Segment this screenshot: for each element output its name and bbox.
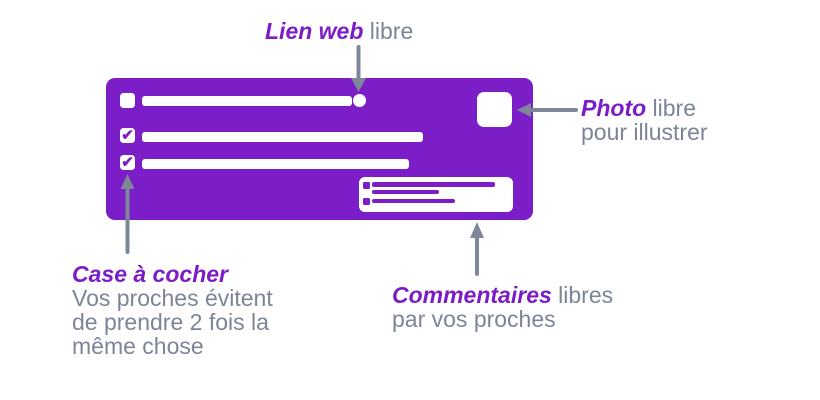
comments-label-line1: Commentaires libres	[392, 283, 613, 307]
photo-label-line2: pour illustrer	[581, 119, 708, 145]
web-link-dot-icon	[353, 94, 366, 107]
comments-label-rest: libres	[551, 282, 614, 308]
checkbox-label-line4: même chose	[72, 333, 204, 359]
photo-label: Photo libre pour illustrer	[581, 96, 708, 144]
checkbox-unchecked-icon	[120, 93, 135, 108]
comment-text-bar	[372, 189, 439, 194]
checkbox-checked-icon: ✔	[120, 155, 135, 170]
photo-placeholder	[477, 92, 512, 127]
comment-bullet-icon	[363, 181, 370, 189]
checkbox-label-line3: de prendre 2 fois la	[72, 309, 269, 335]
comments-arrow	[470, 222, 484, 276]
comments-box	[359, 177, 513, 212]
wishlist-card: ✔ ✔	[106, 78, 533, 220]
check-icon: ✔	[121, 127, 134, 144]
comments-label-line2: par vos proches	[392, 306, 556, 332]
web-link-label: Lien web libre	[265, 19, 413, 43]
comment-text-bar	[372, 182, 495, 187]
checkbox-label: Case à cocher Vos proches évitent de pre…	[72, 262, 273, 358]
checkbox-label-line2: Vos proches évitent	[72, 285, 273, 311]
web-link-label-highlight: Lien web	[265, 18, 364, 44]
comment-text-bar	[372, 198, 455, 203]
comments-label-highlight: Commentaires	[392, 282, 552, 308]
photo-label-line1: Photo libre	[581, 96, 708, 120]
item-text-bar	[142, 131, 423, 142]
web-link-label-rest: libre	[363, 18, 414, 44]
item-text-bar	[142, 95, 352, 106]
check-icon: ✔	[121, 154, 134, 171]
comment-bullet-icon	[363, 198, 370, 205]
photo-label-rest: libre	[646, 95, 697, 121]
checkbox-label-highlight: Case à cocher	[72, 261, 228, 287]
photo-label-highlight: Photo	[581, 95, 647, 121]
comments-label: Commentaires libres par vos proches	[392, 283, 613, 331]
item-text-bar	[142, 158, 409, 169]
checkbox-checked-icon: ✔	[120, 128, 135, 143]
